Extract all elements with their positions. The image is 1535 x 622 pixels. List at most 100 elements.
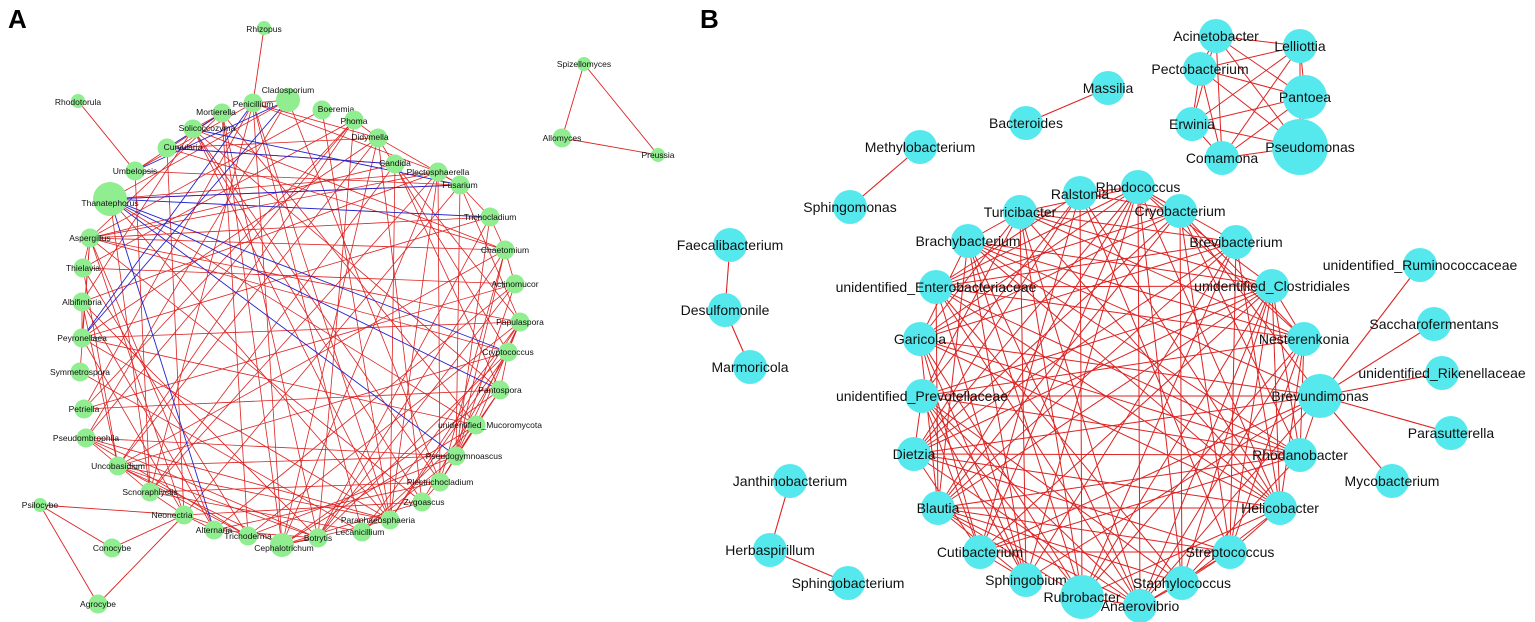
node-garicola: [903, 322, 937, 356]
positive-edge: [81, 128, 194, 303]
node-label: Papulaspora: [496, 317, 544, 327]
node-label: Boeremia: [318, 104, 355, 114]
node-label: Comamona: [1186, 150, 1259, 166]
positive-edge: [919, 338, 981, 553]
positive-edge: [937, 507, 1183, 584]
positive-edge: [85, 437, 249, 537]
node-symmetrospora: [70, 362, 90, 382]
node-didymella: [368, 128, 388, 148]
node-streptococcus: [1213, 535, 1247, 569]
positive-edge: [389, 163, 396, 521]
positive-edge: [935, 286, 1027, 581]
positive-edge: [937, 285, 1273, 509]
positive-edge: [213, 283, 516, 531]
positive-edge: [317, 351, 509, 539]
positive-edge: [919, 241, 1237, 340]
positive-edge: [109, 198, 391, 521]
positive-edge: [919, 338, 1301, 456]
node-label: Rhodanobacter: [1252, 447, 1348, 463]
negative-edge: [109, 198, 215, 531]
node-nesterenkonia: [1287, 322, 1321, 356]
positive-edge: [937, 210, 1181, 509]
positive-edge: [281, 519, 391, 546]
node-dietzia: [897, 437, 931, 471]
node-aspergillus: [80, 228, 100, 248]
node-helicobacter: [1263, 491, 1297, 525]
node-conocybe: [102, 538, 122, 558]
node-allomyces: [552, 128, 572, 148]
node-cryptococcus: [498, 342, 518, 362]
node-turicibacter: [1003, 195, 1037, 229]
positive-edge: [935, 286, 1301, 456]
positive-edge: [1181, 454, 1301, 584]
positive-edge: [361, 455, 457, 533]
node-unidentified-ruminococcaceae: [1403, 248, 1437, 282]
node-janthinobacterium: [773, 464, 807, 498]
node-plectosphaerella: [428, 162, 448, 182]
positive-edge: [967, 240, 1083, 598]
node-pantoea: [1283, 75, 1327, 119]
positive-edge: [1019, 211, 1083, 598]
node-faecalibacterium: [713, 228, 747, 262]
node-ralstonia: [1063, 176, 1097, 210]
positive-edge: [475, 321, 521, 426]
positive-edge: [1179, 210, 1321, 397]
node-label: Pantospora: [478, 385, 522, 395]
node-label: Cryobacterium: [1134, 203, 1225, 219]
positive-edge: [1025, 395, 1321, 581]
positive-edge: [85, 437, 319, 539]
positive-edge: [1271, 285, 1301, 456]
node-label: Cutibacterium: [937, 544, 1023, 560]
positive-edge: [1019, 211, 1273, 287]
node-chaetomium: [495, 240, 515, 260]
positive-edge: [281, 171, 439, 546]
positive-edge: [317, 216, 491, 539]
negative-edge: [109, 198, 509, 353]
node-lecanicillium: [352, 522, 372, 542]
panel-b-label: B: [700, 4, 719, 34]
node-label: Pseudomonas: [1265, 139, 1355, 155]
node-cryobacterium: [1163, 194, 1197, 228]
node-pseudombrophila: [76, 428, 96, 448]
positive-edge: [81, 301, 319, 539]
node-albifimbria: [72, 292, 92, 312]
positive-edge: [935, 192, 1081, 288]
positive-edge: [1179, 210, 1305, 340]
node-paraphaeosphaeria: [380, 510, 400, 530]
positive-edge: [389, 171, 439, 521]
positive-edge: [117, 455, 457, 467]
node-papulaspora: [510, 312, 530, 332]
positive-edge: [455, 184, 461, 457]
node-label: Pseudombrophila: [53, 433, 119, 443]
node-label: Pectobacterium: [1151, 61, 1248, 77]
positive-edge: [82, 119, 355, 269]
node-label: Paraphaeosphaeria: [341, 515, 415, 525]
positive-edge: [455, 283, 516, 457]
node-umbelopsis: [125, 161, 145, 181]
node-label: Botrytis: [304, 533, 332, 543]
node-label: Umbelopsis: [113, 166, 157, 176]
positive-edge: [81, 321, 521, 339]
positive-edge: [109, 198, 151, 493]
node-label: Cladosporium: [262, 85, 314, 95]
node-mortierella: [212, 103, 232, 123]
positive-edge: [281, 424, 477, 546]
node-pseudomonas: [1272, 119, 1328, 175]
node-cladosporium: [276, 88, 300, 112]
positive-edge: [247, 321, 521, 537]
positive-edge: [281, 137, 379, 546]
node-label: unidentified_Mucoromycota: [438, 420, 542, 430]
node-label: Penicillium: [233, 99, 274, 109]
node-label: Desulfomonile: [681, 302, 770, 318]
node-label: Sphingobacterium: [792, 575, 905, 591]
positive-edge: [97, 514, 185, 605]
positive-edge: [321, 109, 391, 521]
node-label: Anaerovibrio: [1101, 598, 1180, 614]
node-label: Fusarium: [442, 180, 477, 190]
node-rhodotorula: [71, 94, 85, 108]
positive-edge: [967, 240, 1273, 287]
network-b-edges: [724, 35, 1452, 607]
positive-edge: [252, 102, 379, 139]
node-label: Helicobacter: [1241, 500, 1319, 516]
node-label: Janthinobacterium: [733, 473, 847, 489]
